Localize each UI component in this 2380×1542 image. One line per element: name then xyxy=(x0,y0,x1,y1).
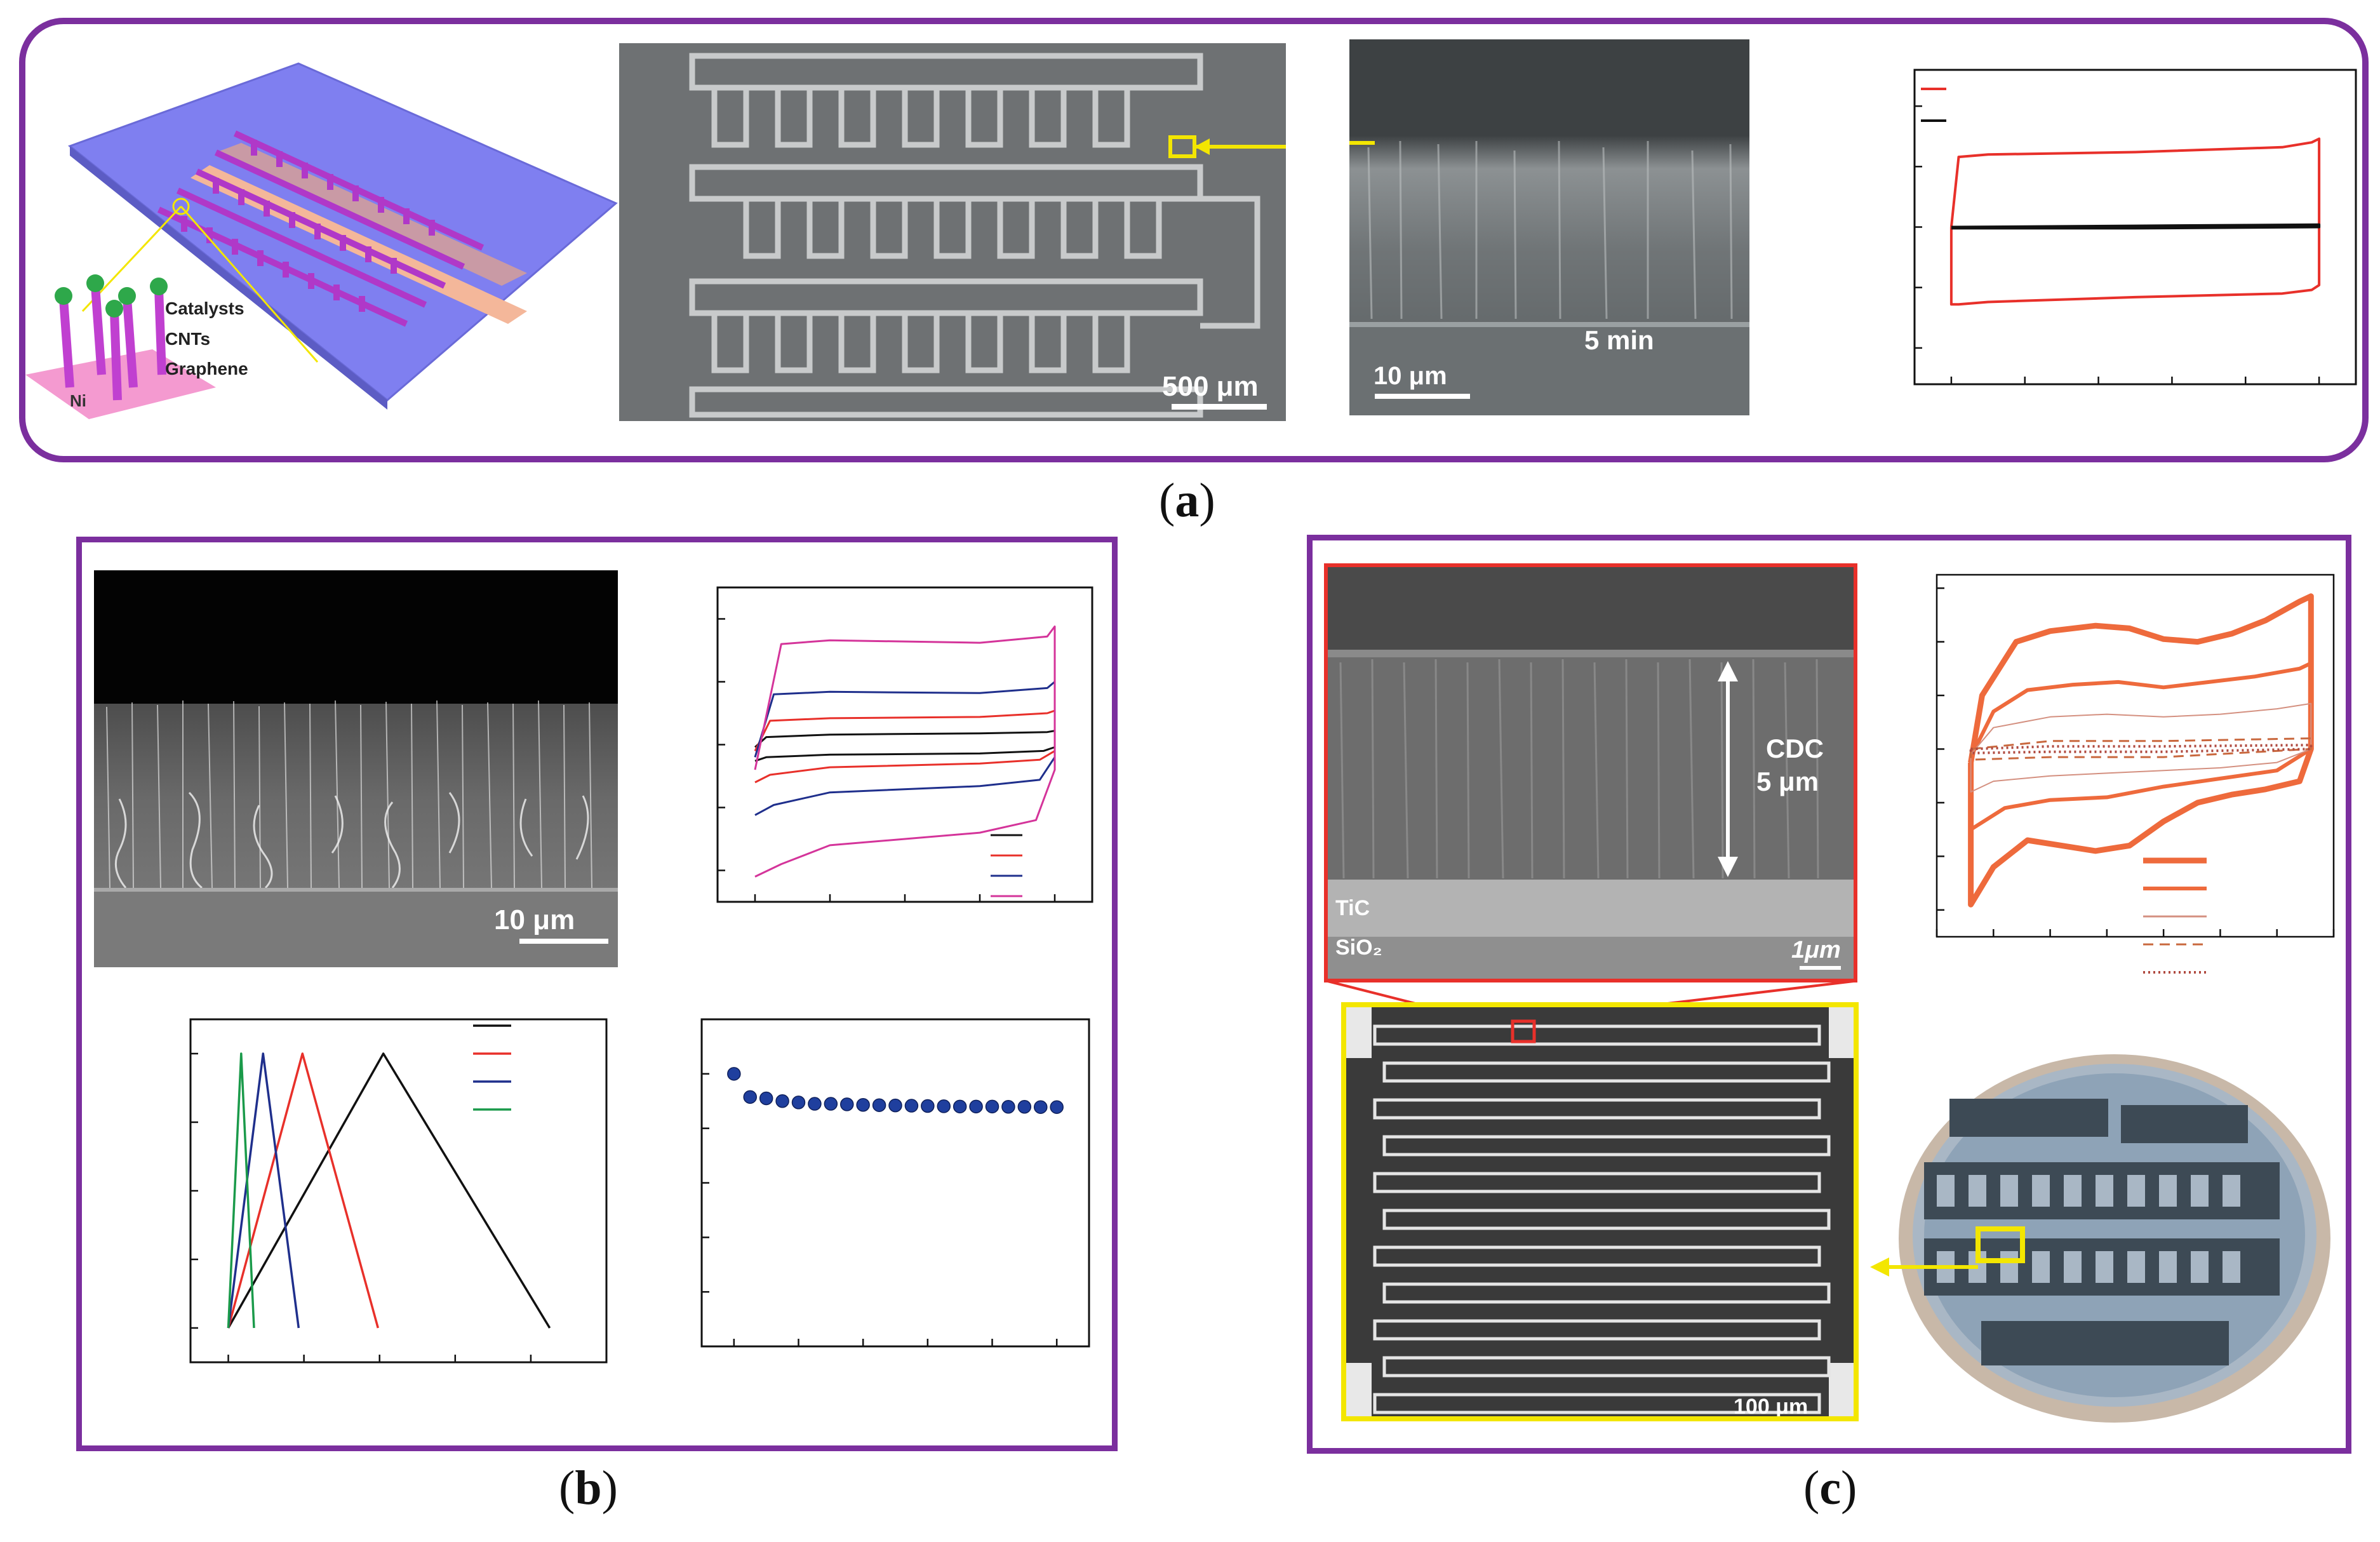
b_cycle-point xyxy=(775,1094,789,1108)
b_gcd-series-line-3 xyxy=(227,1052,255,1329)
b_cycle-point xyxy=(953,1099,967,1114)
c_cv-series-line-0 xyxy=(1968,593,2314,908)
b_gcd-series-line-1 xyxy=(227,1052,379,1329)
panel-b-frame xyxy=(76,537,1118,1451)
panel-a-schematic: Catalysts CNTs Graphene Ni xyxy=(25,44,629,426)
b_gcd-series-line-0 xyxy=(227,1052,551,1329)
panel-c-frame xyxy=(1307,535,2351,1454)
b_cycle-point xyxy=(791,1096,806,1110)
panel-b-sem-cnts: 10 μm xyxy=(94,570,618,967)
b_cycle-point xyxy=(727,1067,741,1081)
subfigure-label-b: (b) xyxy=(559,1461,618,1515)
schematic-label-catalysts: Catalysts xyxy=(165,298,244,318)
chart-b-cycle xyxy=(700,1018,1090,1348)
b_gcd-series-line-2 xyxy=(227,1052,300,1329)
c_cv-series-line-4 xyxy=(1969,744,2313,754)
panel-c-wafer-photo xyxy=(1867,1016,2350,1448)
schematic-label-cnts: CNTs xyxy=(165,329,210,349)
b_cycle-point xyxy=(1050,1100,1064,1114)
b_cycle-point xyxy=(1001,1100,1015,1114)
subfigure-label-c: (c) xyxy=(1803,1461,1857,1515)
c-electrode-scale-label: 100 μm xyxy=(1734,1395,1808,1416)
b_cycle-point xyxy=(808,1097,822,1111)
b_cv-series-line-3 xyxy=(754,625,1056,878)
c-sem-label-thickness: 5 μm xyxy=(1756,767,1819,796)
c-sem-label-tic: TiC xyxy=(1335,896,1370,920)
b_cycle-point xyxy=(985,1099,999,1114)
b_cycle-point xyxy=(872,1098,886,1112)
a_cv-series-line-1 xyxy=(1951,223,2321,230)
chart-b-cv xyxy=(716,586,1093,903)
b_cv-series-line-2 xyxy=(754,681,1056,816)
chart-a-cv xyxy=(1913,69,2357,386)
a_cv-series-line-0 xyxy=(1949,137,2321,306)
c-sem-scale-label: 1μm xyxy=(1791,937,1841,963)
b_cycle-point xyxy=(759,1091,773,1106)
c-sem-label-sio2: SiO₂ xyxy=(1335,935,1382,960)
chart-c-cv xyxy=(1935,573,2335,974)
b_cycle-point xyxy=(937,1099,951,1113)
panel-c-electrode-image: 100 μm xyxy=(1341,1002,1859,1421)
b_cycle-plot-frame xyxy=(700,1018,1090,1348)
b_cycle-point xyxy=(888,1098,902,1113)
sem2-scale-label: 10 μm xyxy=(1374,362,1447,390)
schematic-label-graphene: Graphene xyxy=(165,359,248,379)
b_cycle-point xyxy=(1034,1100,1048,1114)
b_cv-series-line-0 xyxy=(754,730,1056,762)
schematic-label-ni: Ni xyxy=(70,391,86,410)
b_cycle-point xyxy=(921,1099,935,1113)
b_cycle-point xyxy=(1017,1100,1032,1114)
panel-a-sem-crosssection: 10 μm 5 min xyxy=(1349,39,1749,415)
sem1-scale-label: 500 μm xyxy=(1162,371,1259,402)
b_cycle-point xyxy=(824,1097,838,1111)
c_cv-series-line-3 xyxy=(1970,737,2312,761)
panel-a-frame xyxy=(19,18,2369,462)
c_cv-plot-frame xyxy=(1935,573,2335,938)
b_cycle-point xyxy=(840,1097,854,1111)
c_cv-series-line-1 xyxy=(1969,661,2313,832)
chart-b-gcd xyxy=(189,1018,608,1364)
panel-c-sem-cdc: CDC 5 μm TiC SiO₂ 1μm xyxy=(1324,563,1857,982)
subfigure-label-a: (a) xyxy=(1159,474,1215,527)
c-sem-label-cdc: CDC xyxy=(1766,734,1824,763)
b_cycle-point xyxy=(969,1099,983,1114)
sem2-time-label: 5 min xyxy=(1584,325,1654,355)
b-sem-scale-label: 10 μm xyxy=(494,904,575,935)
b_cycle-point xyxy=(856,1098,870,1112)
b_cv-series-line-1 xyxy=(754,709,1056,784)
b_cycle-point xyxy=(904,1099,919,1113)
b_cv-plot-frame xyxy=(716,586,1093,903)
b_cycle-point xyxy=(743,1090,757,1104)
panel-a-sem-electrodes: 500 μm xyxy=(619,43,1286,421)
